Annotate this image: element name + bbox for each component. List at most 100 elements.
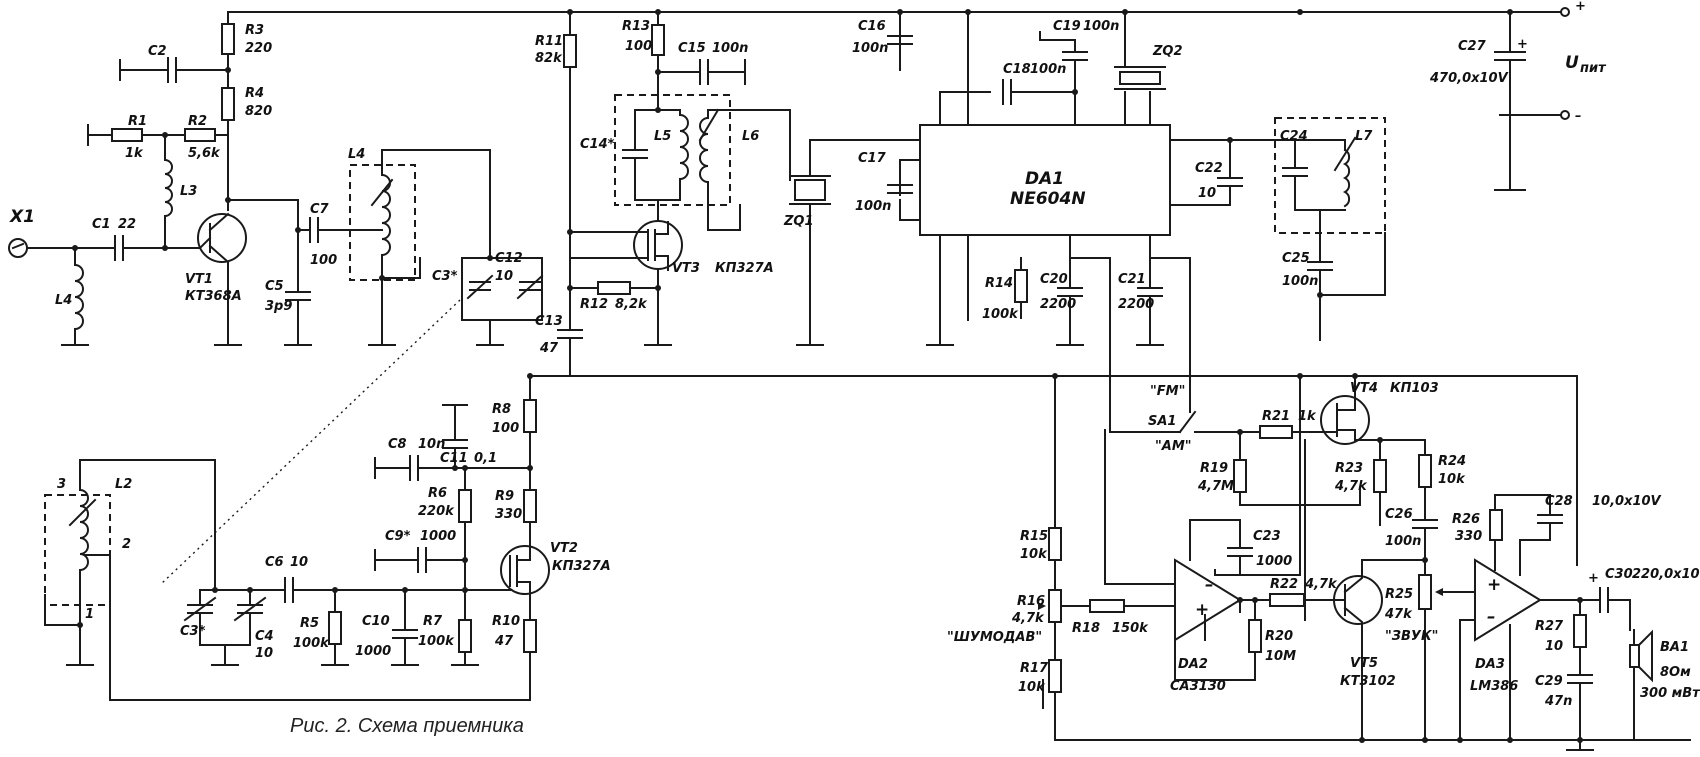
l4-input-label: L4 [55, 293, 72, 308]
resistor-r13 [651, 11, 665, 111]
amplifier-da3 [1459, 494, 1581, 741]
resistor-r27-c29 [1566, 599, 1594, 751]
c19-label: C19 [1053, 19, 1081, 34]
c16-value: 100n [852, 41, 888, 56]
c19-value: 100n [1083, 19, 1119, 34]
vt4-label: VT4 [1350, 381, 1378, 396]
capacitor-c3b-c4 [183, 589, 267, 666]
sa1-label: SA1 [1148, 414, 1176, 429]
r26-label: R26 [1452, 512, 1480, 527]
c23-value: 1000 [1256, 554, 1292, 569]
x1-label: X1 [9, 207, 35, 227]
r14-label: R14 [985, 276, 1013, 291]
potentiometer-r25 [1418, 559, 1476, 741]
c29-value: 47n [1544, 694, 1572, 709]
svg-text:+: + [1517, 37, 1528, 52]
c4-label: C4 [255, 629, 274, 644]
supply-plus-label: + [1575, 0, 1586, 14]
ic-da1 [829, 11, 1251, 346]
c28-value: 10,0x10V [1592, 494, 1662, 509]
r15-value: 10k [1020, 547, 1048, 562]
transistor-vt5 [1333, 559, 1426, 741]
c30-plus: + [1588, 571, 1599, 586]
r6-value: 220k [418, 504, 455, 519]
c24-label: C24 [1280, 129, 1308, 144]
resistor-r23-r24 [1373, 439, 1432, 526]
r8-label: R8 [492, 402, 511, 417]
figure-caption: Рис. 2. Схема приемника [290, 715, 524, 737]
r24-label: R24 [1438, 454, 1466, 469]
da1-type: NE604N [1010, 189, 1086, 209]
c1-label: C1 [92, 217, 111, 232]
resistor-r9 [523, 489, 537, 561]
c18-value: 100n [1030, 62, 1066, 77]
c25-value: 100n [1282, 274, 1318, 289]
da3-minus: – [1487, 607, 1496, 627]
capacitor-c10 [391, 589, 419, 666]
resistor-r8 [523, 375, 537, 491]
supply-minus-label: – [1575, 109, 1582, 124]
c12-value: 10 [495, 269, 513, 284]
r9-label: R9 [495, 489, 514, 504]
r2-value: 5,6k [188, 146, 221, 161]
capacitor-c2 [119, 57, 229, 83]
c9-label: C9* [385, 529, 411, 544]
r22-value: 4,7k [1304, 577, 1338, 592]
r2-label: R2 [188, 114, 207, 129]
resistor-r14-c20-c21 [1014, 257, 1191, 431]
r21-value: 1k [1298, 409, 1317, 424]
c27-value: 470,0x10V [1429, 71, 1509, 86]
r24-value: 10k [1438, 472, 1466, 487]
r10-label: R10 [492, 614, 520, 629]
switch-sa1 [1109, 399, 1197, 434]
c7-label: C7 [310, 202, 330, 217]
c23-label: C23 [1253, 529, 1281, 544]
r10-value: 47 [494, 634, 514, 649]
vt5-label: VT5 [1350, 656, 1378, 671]
l2-label: L2 [115, 477, 132, 492]
r4-value: 820 [245, 104, 272, 119]
l3-label: L3 [180, 184, 197, 199]
capacitor-c27: + [1494, 11, 1528, 191]
junction-dots [72, 9, 1583, 743]
r22-label: R22 [1270, 577, 1298, 592]
r17-value: 10k [1018, 680, 1046, 695]
l5-label: L5 [654, 129, 671, 144]
ba1-label: BA1 [1660, 640, 1689, 655]
c6-label: C6 [265, 555, 284, 570]
r19-label: R19 [1200, 461, 1228, 476]
vt1-type: КТ368А [185, 289, 242, 304]
r12-value: 8,2k [615, 297, 648, 312]
transistor-vt3 [569, 199, 683, 346]
c3-label: C3* [432, 269, 458, 284]
resistor-r12 [569, 281, 659, 295]
c16-label: C16 [858, 19, 886, 34]
r7-value: 100k [418, 634, 455, 649]
resistor-r11 [563, 11, 577, 331]
l4-filter-label: L4 [348, 147, 365, 162]
inductor-l4-filter [339, 149, 491, 346]
c21-value: 2200 [1118, 297, 1154, 312]
vt4-type: КП103 [1390, 381, 1439, 396]
capacitor-c13 [557, 329, 583, 377]
c26-value: 100n [1385, 534, 1421, 549]
vt2-type: КП327А [552, 559, 611, 574]
sa1-fm: "FM" [1150, 384, 1185, 399]
da2-minus: – [1205, 575, 1214, 595]
resistor-r18 [1061, 599, 1176, 616]
r26-value: 330 [1455, 529, 1482, 544]
c2-label: C2 [148, 44, 167, 59]
da2-type: CA3130 [1170, 679, 1226, 694]
resistor-r21 [1194, 425, 1331, 439]
vt3-type: КП327А [715, 261, 774, 276]
resistor-r7 [451, 619, 479, 666]
transistor-vt4 [1304, 375, 1381, 621]
r17-label: R17 [1020, 661, 1049, 676]
c28-label: C28 [1545, 494, 1573, 509]
capacitor-c22 [1217, 139, 1243, 206]
c14-label: C14* [580, 137, 615, 152]
ba1-power: 300 мВт [1640, 686, 1700, 701]
c17-label: C17 [858, 151, 887, 166]
vt5-type: КТ3102 [1340, 674, 1396, 689]
